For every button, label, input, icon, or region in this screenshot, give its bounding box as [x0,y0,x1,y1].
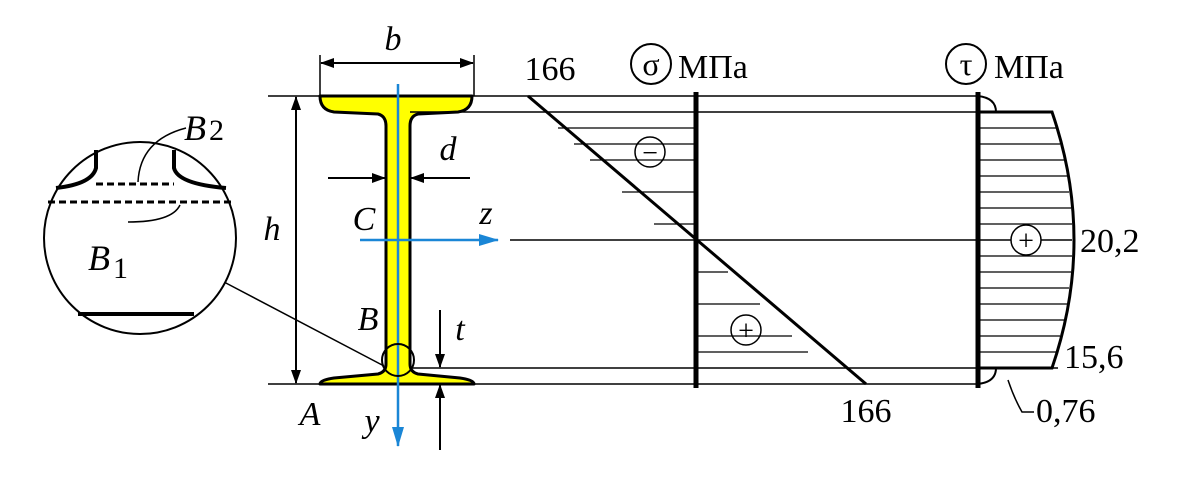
dimension-h-label: h [264,211,281,248]
tau-symbol: τ [960,46,973,82]
sigma-unit: МПа [678,49,748,86]
tau-flange-bottom [977,367,997,385]
tau-hatching [978,127,1072,353]
sigma-symbol-circle [630,43,672,85]
tau-web-edge-value: 15,6 [1064,339,1124,376]
sigma-minus-circle [634,136,666,168]
tau-flange-value: 0,76 [1036,393,1096,430]
sigma-top-value: 166 [525,51,576,88]
sigma-hatching [558,127,808,353]
centroid-label: C [353,201,376,238]
detail-leader-line [223,281,385,367]
tau-symbol-circle [945,43,987,85]
detail-circle [43,141,237,335]
detail-fillet-right [172,150,227,190]
tau-flange-leader [1007,379,1034,413]
tau-web-curve [978,110,1076,370]
tau-unit: МПа [994,49,1064,86]
dimension-d-label: d [440,131,458,168]
sigma-diagram: 166 166 σ МПа − + [525,43,892,430]
tau-plus-circle [1010,224,1042,256]
sigma-symbol: σ [642,46,659,82]
z-axis-label: z [478,195,492,232]
sigma-bottom-value: 166 [841,393,892,430]
b2-leader [137,127,187,183]
sigma-minus-sign: − [642,138,658,169]
point-a-label: A [298,396,321,433]
tau-max-value: 20,2 [1080,223,1140,260]
sigma-plus-sign: + [738,316,754,347]
detail-marker-circle [381,343,415,377]
detail-fillet-left [55,150,98,190]
sigma-plus-circle [730,314,762,346]
dimension-t-label: t [455,311,466,348]
y-axis-label: y [361,403,380,440]
point-b-label: B [358,301,379,338]
dimension-b-label: b [385,21,402,58]
b1-leader [127,204,181,223]
tau-plus-sign: + [1018,226,1034,257]
reference-lines [268,55,1072,385]
tau-diagram: τ МПа + 20,2 15,6 0,76 [945,43,1140,430]
tau-flange-top [977,95,997,113]
